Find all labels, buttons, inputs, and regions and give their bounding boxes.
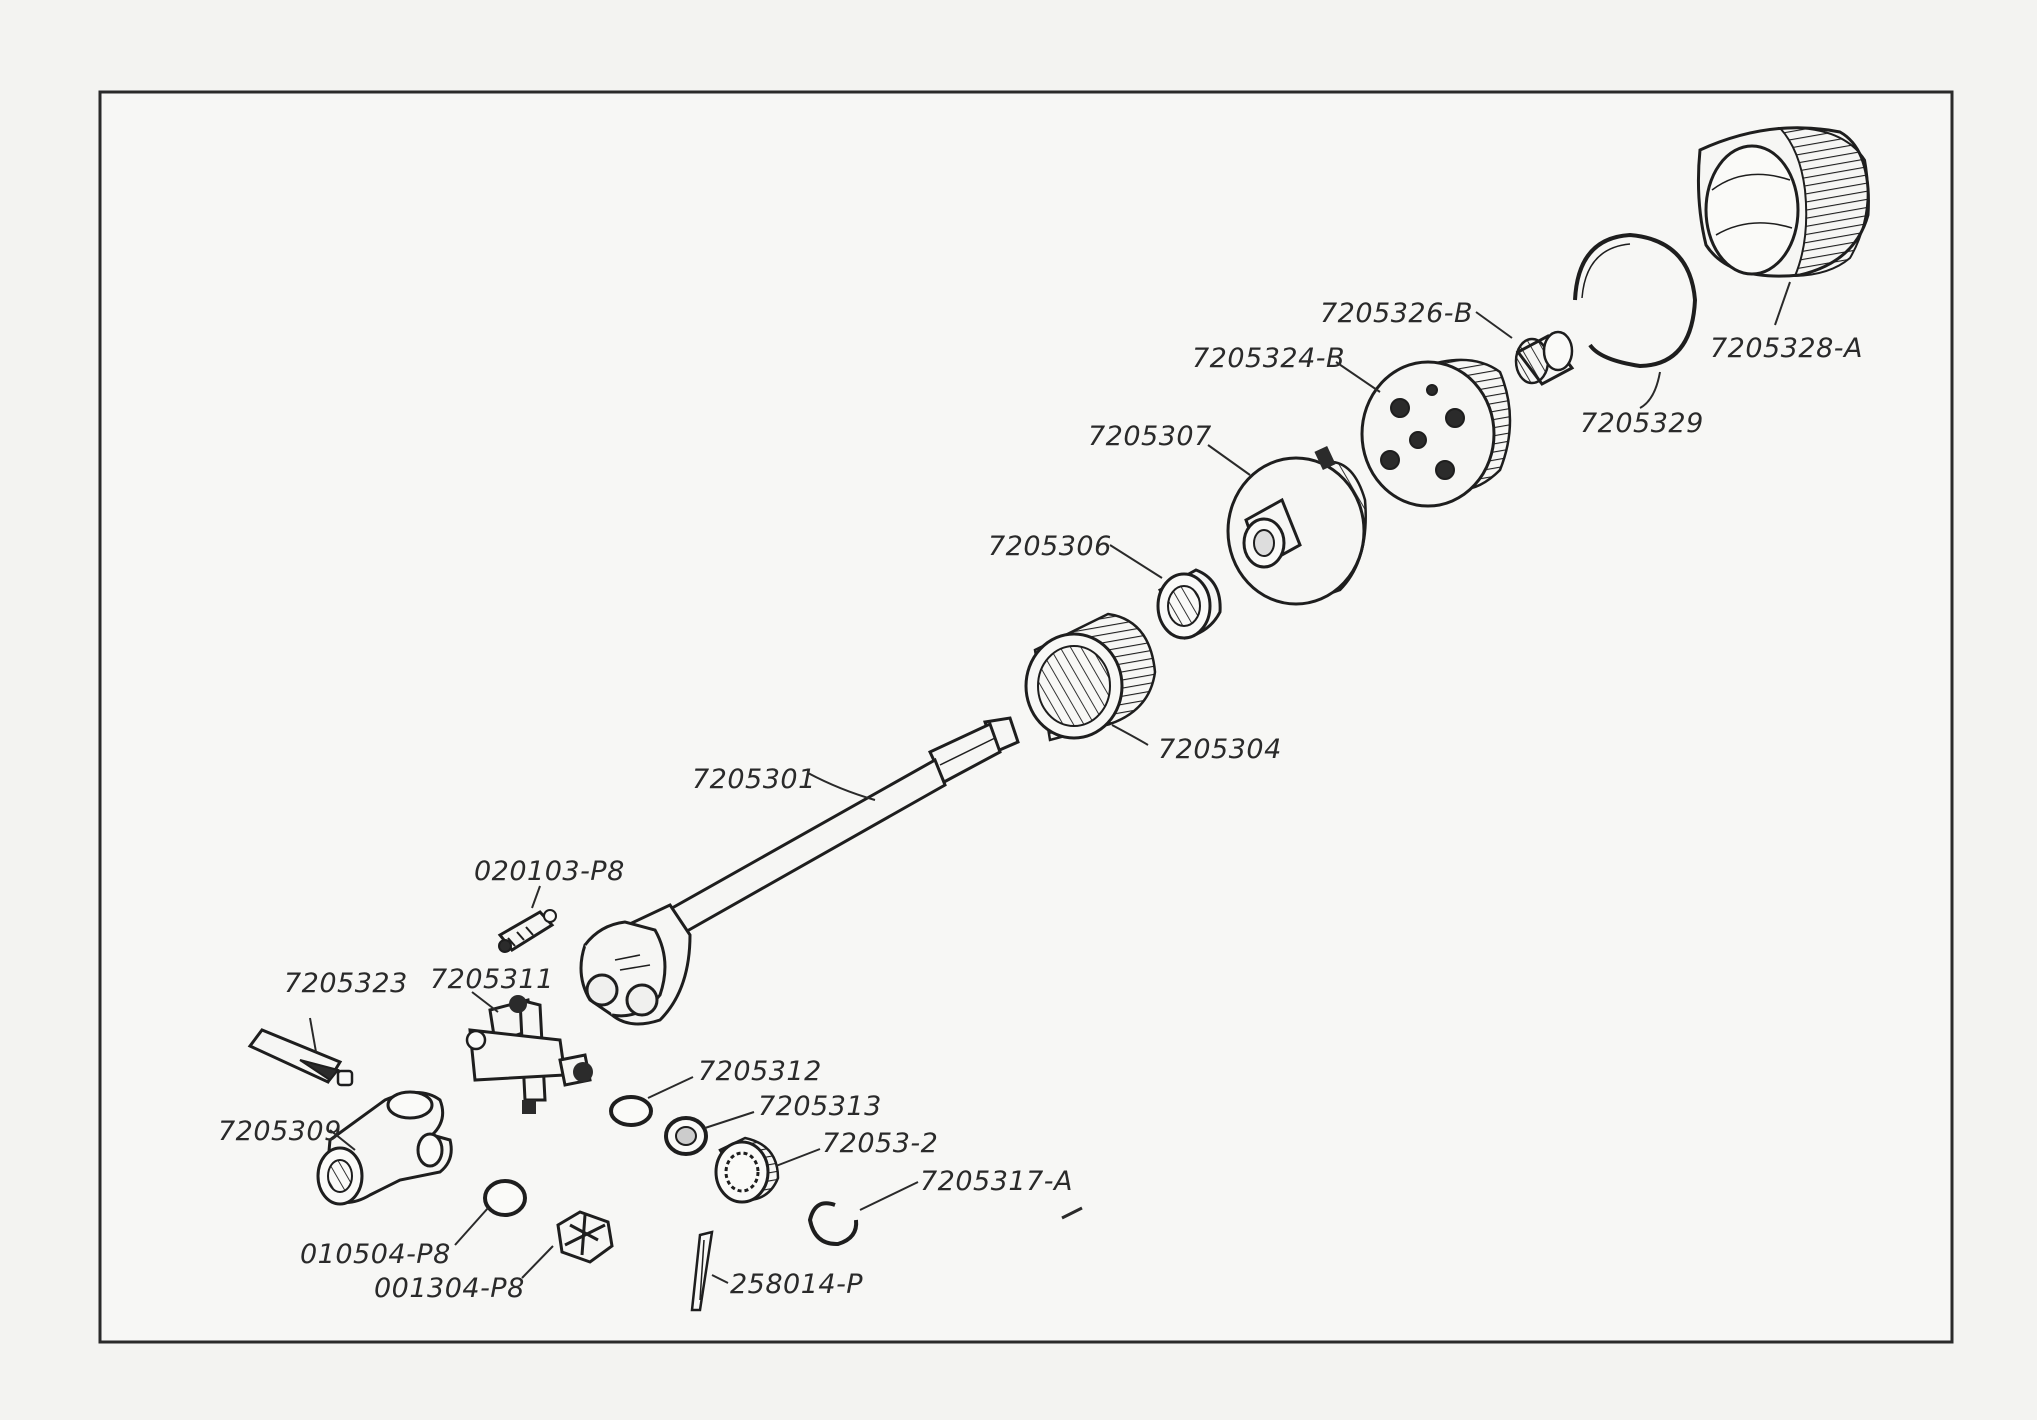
part-72053-2 <box>714 1136 780 1204</box>
part-7205309 <box>316 1090 453 1206</box>
part-7205324-B <box>1360 358 1512 508</box>
part-labels: 7205328-A 7205326-B 7205324-B 7205329 72… <box>218 298 1863 1304</box>
part-001304-P8 <box>556 1210 614 1264</box>
label-7205329: 7205329 <box>1580 408 1704 439</box>
part-7205301 <box>579 716 1020 1026</box>
part-7205317-A <box>807 1201 859 1247</box>
part-7205307 <box>1226 445 1367 606</box>
label-258014-P: 258014-P <box>730 1269 863 1300</box>
part-020103-P8 <box>497 909 557 953</box>
label-72053-2: 72053-2 <box>822 1128 938 1159</box>
label-7205307: 7205307 <box>1088 421 1212 452</box>
part-7205313 <box>664 1116 708 1156</box>
part-7205312 <box>609 1095 653 1127</box>
part-258014-P <box>690 1230 714 1312</box>
stray-mark <box>1061 1206 1083 1220</box>
label-7205326-B: 7205326-B <box>1320 298 1473 329</box>
label-001304-P8: 001304-P8 <box>374 1273 525 1304</box>
label-7205317-A: 7205317-A <box>920 1166 1073 1197</box>
part-010504-P8 <box>483 1179 527 1217</box>
label-7205312: 7205312 <box>698 1056 822 1087</box>
label-7205311: 7205311 <box>430 964 554 995</box>
part-7205323 <box>247 1028 354 1087</box>
leader-lines <box>309 281 1791 1284</box>
label-7205309: 7205309 <box>218 1116 342 1147</box>
part-7205304 <box>1024 612 1157 742</box>
label-7205304: 7205304 <box>1158 734 1282 765</box>
label-7205328-A: 7205328-A <box>1710 333 1863 364</box>
label-7205306: 7205306 <box>988 531 1112 562</box>
label-010504-P8: 010504-P8 <box>300 1239 451 1270</box>
label-7205301: 7205301 <box>692 764 816 795</box>
part-7205311 <box>465 995 593 1114</box>
label-7205324-B: 7205324-B <box>1192 343 1345 374</box>
label-7205323: 7205323 <box>284 968 408 999</box>
part-7205326-B <box>1514 330 1575 386</box>
label-020103-P8: 020103-P8 <box>474 856 625 887</box>
part-7205306 <box>1156 568 1222 640</box>
label-7205313: 7205313 <box>758 1091 882 1122</box>
part-7205329 <box>1573 232 1698 369</box>
part-7205328-A <box>1696 126 1870 278</box>
